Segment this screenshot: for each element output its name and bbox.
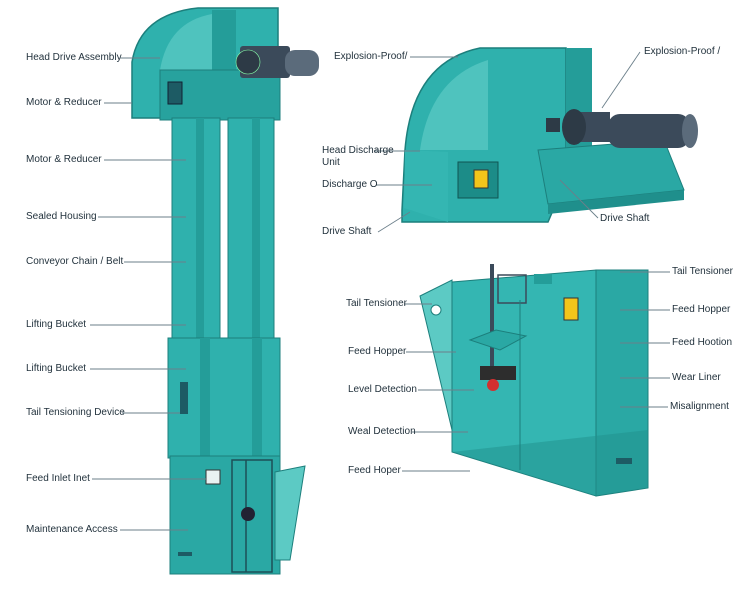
label-feed-hootion: Feed Hootion bbox=[672, 337, 733, 348]
label-discharge-o: Discharge O bbox=[322, 179, 378, 190]
label-weal-detection: Weal Detection bbox=[348, 426, 416, 437]
label-head-drive-assembly: Head Drive Assembly bbox=[26, 52, 122, 63]
label-tail-tensioning-device: Tail Tensioning Device bbox=[26, 407, 125, 418]
label-explosion-proof-right: Explosion-Proof / bbox=[644, 46, 721, 57]
label-drive-shaft-right: Drive Shaft bbox=[600, 213, 650, 224]
label-level-detection: Level Detection bbox=[348, 384, 417, 395]
label-tail-tensioner-right: Tail Tensioner bbox=[672, 266, 733, 277]
label-explosion-proof-left: Explosion-Proof/ bbox=[334, 51, 408, 62]
label-drive-shaft-left: Drive Shaft bbox=[322, 226, 372, 237]
tail-section-view bbox=[419, 264, 649, 497]
label-lifting-bucket-2: Lifting Bucket bbox=[26, 363, 87, 374]
label-misalignment: Misalignment bbox=[670, 401, 729, 412]
label-feed-inlet: Feed Inlet Inet bbox=[26, 473, 90, 484]
head-leader-lines bbox=[374, 51, 641, 233]
head-discharge-view bbox=[401, 47, 698, 223]
label-motor-reducer-1: Motor & Reducer bbox=[26, 97, 102, 108]
label-maintenance-access: Maintenance Access bbox=[26, 524, 118, 535]
label-feed-hopper-right: Feed Hopper bbox=[672, 304, 731, 315]
label-sealed-housing: Sealed Housing bbox=[26, 211, 97, 222]
tail-leader-lines bbox=[402, 271, 670, 472]
label-tail-tensioner-left: Tail Tensioner bbox=[346, 298, 407, 309]
label-motor-reducer-2: Motor & Reducer bbox=[26, 154, 102, 165]
label-wear-liner: Wear Liner bbox=[672, 372, 721, 383]
label-lifting-bucket-1: Lifting Bucket bbox=[26, 319, 87, 330]
label-conveyor-chain: Conveyor Chain / Belt bbox=[26, 256, 124, 267]
label-feed-hoper: Feed Hoper bbox=[348, 465, 401, 476]
label-feed-hopper-left: Feed Hopper bbox=[348, 346, 407, 357]
left-leader-lines bbox=[90, 57, 206, 531]
label-head-discharge-unit: Head Discharge Unit bbox=[322, 145, 394, 168]
elevator-full-view bbox=[131, 7, 319, 575]
